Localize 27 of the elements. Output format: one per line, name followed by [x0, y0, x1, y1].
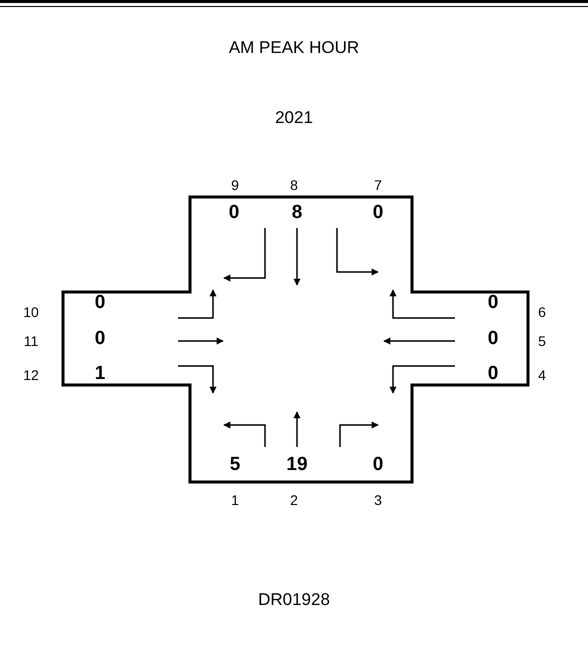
diagram-caption: DR01928: [257, 590, 331, 610]
traffic-volume: 1: [94, 363, 106, 385]
movement-number: 4: [538, 367, 546, 383]
traffic-volume: 0: [488, 363, 498, 385]
traffic-volume: 5: [230, 454, 240, 476]
traffic-volume: 0: [94, 292, 106, 314]
movement-number: 9: [231, 177, 239, 193]
traffic-volume: 0: [94, 328, 106, 350]
movement-number: 12: [23, 367, 39, 383]
movement-number: 1: [231, 492, 239, 508]
traffic-volume: 8: [292, 202, 302, 224]
movement-number: 8: [290, 177, 298, 193]
movement-number: 5: [538, 333, 546, 349]
movement-number: 3: [374, 492, 382, 508]
movement-number: 11: [24, 333, 38, 349]
diagram-title: AM PEAK HOUR: [228, 38, 360, 58]
traffic-volume: 0: [228, 202, 240, 224]
movement-number: 7: [374, 177, 382, 193]
traffic-volume: 0: [372, 454, 384, 476]
movement-number: 6: [538, 304, 546, 320]
movement-number: 10: [23, 304, 39, 320]
traffic-volume: 19: [286, 454, 308, 476]
traffic-volume: 0: [488, 292, 498, 314]
traffic-volume: 0: [372, 202, 384, 224]
year-label: 2021: [275, 108, 313, 128]
traffic-volume: 0: [488, 328, 498, 350]
movement-number: 2: [290, 492, 298, 508]
